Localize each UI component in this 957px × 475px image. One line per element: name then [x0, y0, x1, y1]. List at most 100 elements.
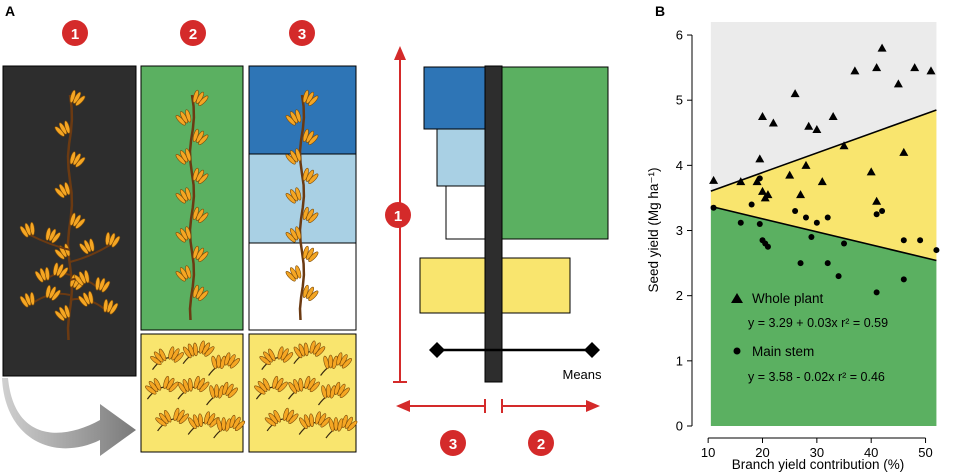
point-main-stem [764, 243, 771, 250]
y-tick-label: 5 [676, 93, 683, 108]
y-tick-label: 0 [676, 419, 683, 434]
marker-top-2: 2 [180, 20, 206, 46]
point-whole-plant [877, 43, 887, 52]
x-tick-label: 40 [864, 445, 878, 460]
point-whole-plant [817, 177, 827, 186]
point-whole-plant [736, 177, 746, 186]
svg-text:1: 1 [71, 26, 79, 43]
right-arrow-icon [501, 399, 600, 413]
yellow-region [710, 109, 937, 261]
point-main-stem [841, 240, 848, 247]
point-whole-plant [872, 196, 882, 205]
center-stem-bar [484, 65, 503, 383]
marker-top-3: 3 [289, 20, 315, 46]
curved-arrow-icon [2, 378, 136, 456]
left-arrow-icon [396, 399, 486, 413]
point-whole-plant [752, 177, 762, 186]
point-whole-plant [785, 170, 795, 179]
point-whole-plant [910, 63, 920, 72]
panel-a-label: A [5, 3, 15, 19]
main-stem-layered-illustration [285, 89, 319, 321]
point-main-stem [824, 214, 831, 221]
regression-line-whole-plant [710, 109, 937, 192]
means-line [429, 342, 600, 358]
point-whole-plant [866, 167, 876, 176]
branch-pods-illustration-2 [254, 340, 358, 439]
point-main-stem [873, 211, 880, 218]
marker-bottom-2: 2 [528, 430, 554, 456]
svg-text:2: 2 [537, 436, 545, 453]
bar-top-layer [423, 66, 487, 130]
x-tick-label: 20 [755, 445, 769, 460]
bar-bottom-layer [445, 185, 487, 240]
legend-main-stem: Main stem [752, 344, 814, 359]
x-tick-label: 10 [701, 445, 715, 460]
x-tick-label: 50 [918, 445, 932, 460]
point-main-stem [748, 201, 755, 208]
point-main-stem [710, 204, 717, 211]
x-tick-label: 30 [810, 445, 824, 460]
point-whole-plant [812, 125, 822, 134]
point-whole-plant [709, 175, 719, 184]
legend-whole-plant: Whole plant [752, 291, 824, 306]
point-whole-plant [893, 79, 903, 88]
y-tick-label: 4 [676, 158, 683, 173]
point-main-stem [813, 219, 820, 226]
top-layer-box [248, 65, 357, 155]
point-main-stem [756, 221, 763, 227]
y-tick-label: 3 [676, 223, 683, 238]
bar-main-stem [501, 66, 609, 240]
panel-b-label: B [655, 3, 665, 19]
axes: 0 1 2 3 4 5 6 10 20 30 40 50 [676, 28, 933, 460]
bar-middle-layer [436, 128, 487, 187]
main-stem-illustration [175, 89, 209, 321]
point-whole-plant [768, 118, 778, 127]
green-region [710, 206, 937, 426]
marker-top-1: 1 [62, 20, 88, 46]
point-main-stem [802, 214, 809, 221]
data-points [709, 43, 940, 296]
point-main-stem [835, 273, 842, 280]
point-main-stem [917, 237, 924, 244]
svg-text:3: 3 [298, 26, 306, 43]
point-main-stem [737, 219, 744, 226]
legend-triangle-icon [731, 293, 743, 303]
point-whole-plant [755, 154, 765, 163]
point-main-stem [824, 260, 831, 267]
point-whole-plant [790, 89, 800, 98]
point-whole-plant [763, 190, 773, 199]
marker-vertical-1: 1 [385, 202, 411, 228]
y-tick-label: 6 [676, 28, 683, 43]
y-axis-label: Seed yield (Mg ha⁻¹) [646, 168, 661, 293]
branch-pods-illustration-1 [145, 340, 246, 439]
point-whole-plant [872, 63, 882, 72]
point-main-stem [756, 175, 763, 182]
point-whole-plant [850, 66, 860, 75]
y-tick-label: 2 [676, 288, 683, 303]
point-whole-plant [758, 186, 767, 195]
whole-plant-illustration [19, 89, 121, 341]
point-whole-plant [828, 111, 838, 120]
point-main-stem [792, 207, 799, 214]
point-main-stem [879, 207, 886, 214]
point-main-stem [900, 237, 907, 244]
point-whole-plant [758, 111, 767, 120]
point-whole-plant [804, 121, 814, 130]
x-axis-label: Branch yield contribution (%) [732, 457, 905, 472]
marker-bottom-3: 3 [440, 430, 466, 456]
svg-text:1: 1 [394, 208, 402, 225]
means-label: Means [562, 367, 602, 382]
regression-line-main-stem [710, 205, 937, 262]
point-main-stem [797, 260, 804, 267]
legend: Whole plant y = 3.29 + 0.03x r² = 0.59 M… [731, 291, 888, 384]
legend-circle-icon [733, 347, 741, 355]
point-whole-plant [926, 66, 936, 75]
point-whole-plant [839, 141, 849, 150]
point-main-stem [808, 234, 815, 241]
point-main-stem [873, 289, 880, 296]
y-tick-label: 1 [676, 353, 683, 368]
point-main-stem [900, 276, 907, 283]
svg-text:3: 3 [449, 436, 457, 453]
scatter-chart: 0 1 2 3 4 5 6 10 20 30 40 50 [676, 22, 940, 460]
